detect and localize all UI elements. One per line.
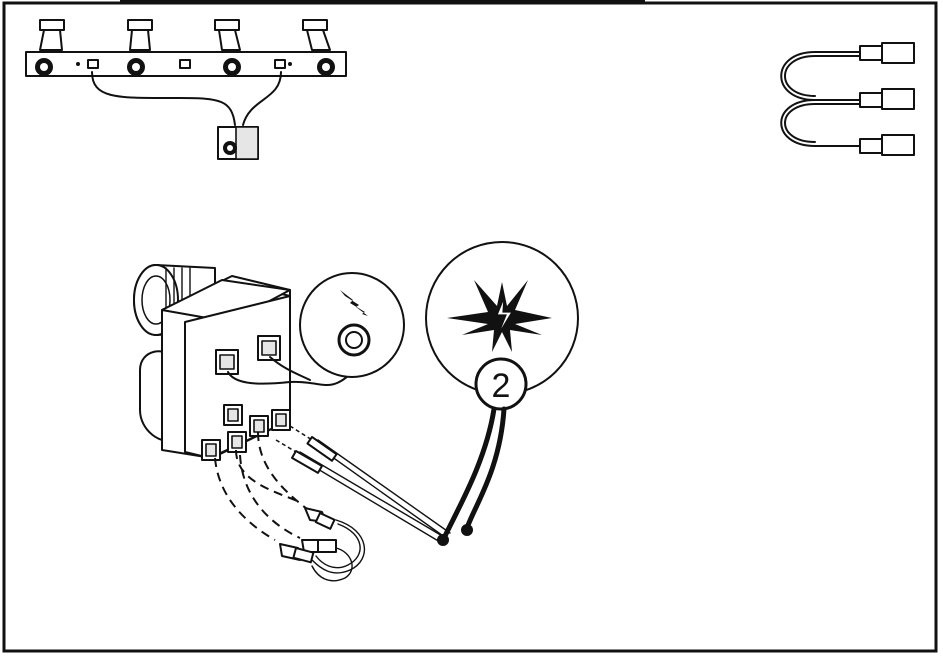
spark-burst-icon <box>447 280 552 352</box>
step-number-badge: 2 <box>474 357 528 411</box>
ignition-terminal <box>257 335 281 361</box>
electrode-lead <box>289 425 451 539</box>
ignition-terminal <box>215 349 239 375</box>
output-terminal <box>227 431 247 453</box>
jumper-wire-loop <box>311 519 366 574</box>
burner-tube <box>127 19 153 51</box>
dashed-lead <box>257 431 316 516</box>
jumper-connector <box>279 543 315 564</box>
jumper-connector <box>301 539 337 553</box>
spade-connector <box>859 88 915 110</box>
dashed-lead <box>239 454 301 539</box>
igniter-block <box>217 126 259 160</box>
spark-wire <box>464 406 507 531</box>
dashed-lead <box>235 449 301 503</box>
burner-tube <box>39 19 65 51</box>
spade-connector <box>859 42 915 64</box>
electrode-lead <box>275 439 445 543</box>
spade-connector <box>859 134 915 156</box>
output-terminal <box>223 404 243 426</box>
burner-tube <box>214 19 241 51</box>
valve-knob <box>35 58 53 76</box>
spark-wire <box>441 406 497 541</box>
dashed-lead <box>214 457 276 541</box>
step-number-label: 2 <box>492 367 511 405</box>
button-wire <box>227 371 353 386</box>
output-terminal <box>271 409 291 431</box>
ignition-module <box>133 264 291 461</box>
lightning-bolt-icon <box>340 290 368 316</box>
output-terminal <box>201 439 221 461</box>
valve-knob <box>127 58 145 76</box>
jumper-wire-harness <box>780 42 915 156</box>
push-button-callout <box>299 272 405 378</box>
jumper-connector <box>304 507 336 530</box>
burner-manifold <box>25 19 347 160</box>
burner-tube <box>302 19 331 51</box>
valve-knob <box>223 58 241 76</box>
valve-knob <box>317 58 335 76</box>
